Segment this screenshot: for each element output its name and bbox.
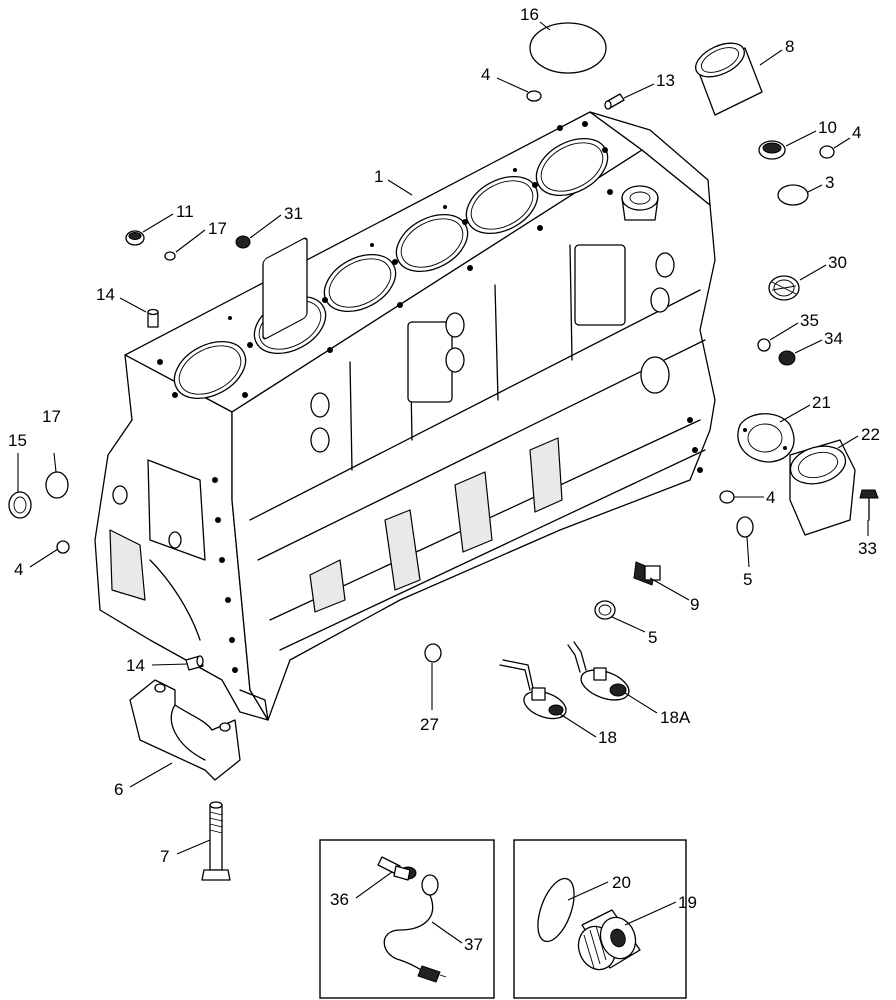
inset-box-sensor bbox=[319, 839, 495, 999]
part-20-o-ring bbox=[537, 877, 575, 943]
part-6-main-bearing-cap bbox=[129, 679, 241, 781]
callout-14-bottom: 14 bbox=[126, 656, 145, 675]
part-4-plug-right bbox=[819, 145, 835, 159]
callout-5-mid: 5 bbox=[648, 628, 657, 647]
callout-8: 8 bbox=[785, 37, 794, 56]
callout-4-mid-right: 4 bbox=[766, 488, 775, 507]
callout-37: 37 bbox=[464, 935, 483, 954]
part-17-o-ring-left bbox=[45, 471, 69, 499]
block-rear-face bbox=[589, 111, 711, 206]
part-14-dowel-top bbox=[147, 308, 159, 328]
callout-4-right: 4 bbox=[852, 123, 861, 142]
callout-33: 33 bbox=[858, 539, 877, 558]
part-5-seal-right bbox=[736, 516, 754, 538]
callout-14-top: 14 bbox=[96, 285, 115, 304]
callout-27: 27 bbox=[420, 715, 439, 734]
callout-11: 11 bbox=[176, 202, 194, 221]
part-34-plug bbox=[778, 350, 796, 366]
callout-3: 3 bbox=[825, 173, 834, 192]
leader-lines bbox=[17, 21, 869, 944]
callout-36: 36 bbox=[330, 890, 349, 909]
part-9-fitting bbox=[633, 561, 661, 586]
cylinder-bore-1 bbox=[173, 340, 247, 400]
callout-10: 10 bbox=[818, 118, 837, 137]
callout-6: 6 bbox=[114, 780, 123, 799]
part-8-sleeve bbox=[695, 42, 763, 116]
callout-18: 18 bbox=[598, 728, 617, 747]
engine-block bbox=[94, 111, 716, 721]
callout-34: 34 bbox=[824, 329, 843, 348]
callout-30: 30 bbox=[828, 253, 847, 272]
callout-22: 22 bbox=[861, 425, 880, 444]
part-3-cup-plug bbox=[777, 184, 809, 206]
callout-35: 35 bbox=[800, 311, 819, 330]
callout-17-left: 17 bbox=[42, 407, 61, 426]
part-17-o-ring-small bbox=[164, 251, 176, 261]
part-5-seal-mid bbox=[594, 600, 616, 620]
side-cover-pad-2 bbox=[407, 321, 453, 403]
part-11-plug bbox=[125, 230, 145, 246]
callout-20: 20 bbox=[612, 873, 631, 892]
part-4-plug-top bbox=[526, 90, 542, 102]
callout-19: 19 bbox=[678, 893, 697, 912]
inset-box-plug bbox=[513, 839, 687, 999]
head-bolt-holes bbox=[157, 121, 613, 398]
callout-21: 21 bbox=[812, 393, 831, 412]
part-33-bolt bbox=[859, 489, 879, 521]
part-31-plug bbox=[235, 235, 251, 249]
part-15-seal bbox=[8, 491, 32, 519]
callout-16: 16 bbox=[520, 5, 539, 24]
part-7-main-bearing-bolt bbox=[201, 801, 231, 881]
callout-7: 7 bbox=[160, 847, 169, 866]
part-18-piston-cooling-nozzle bbox=[499, 659, 567, 720]
callout-labels: 16 8 4 13 10 4 1 3 11 17 31 30 14 35 34 … bbox=[8, 5, 880, 954]
part-16-o-ring bbox=[529, 22, 607, 74]
part-18a-piston-cooling-nozzle bbox=[567, 641, 630, 701]
callout-9: 9 bbox=[690, 595, 699, 614]
part-4-o-ring-left bbox=[56, 540, 70, 554]
block-front-details bbox=[109, 459, 269, 721]
callout-4-left: 4 bbox=[14, 560, 23, 579]
callout-17-top: 17 bbox=[208, 219, 227, 238]
cylinder-bore-4 bbox=[395, 213, 469, 273]
part-37-wiring-harness bbox=[383, 874, 447, 983]
side-cover-pad-1 bbox=[262, 237, 308, 340]
callout-5-right: 5 bbox=[743, 570, 752, 589]
thermostat-housing bbox=[621, 185, 659, 221]
part-36-sensor bbox=[377, 856, 417, 881]
callout-4-top: 4 bbox=[481, 65, 490, 84]
side-cover-pad-3 bbox=[574, 244, 626, 326]
callout-15: 15 bbox=[8, 431, 27, 450]
callout-13: 13 bbox=[656, 71, 675, 90]
part-30-threaded-plug bbox=[768, 275, 800, 301]
part-14-dowel-bottom bbox=[185, 655, 204, 671]
callout-18a: 18A bbox=[660, 708, 691, 727]
part-13-dowel bbox=[604, 93, 625, 110]
part-27-plug bbox=[424, 643, 442, 663]
part-19-threaded-plug bbox=[577, 909, 641, 971]
callout-31: 31 bbox=[284, 204, 303, 223]
part-21-gasket bbox=[737, 413, 795, 463]
part-4-o-ring-right bbox=[719, 490, 735, 504]
block-side-details bbox=[212, 237, 706, 673]
part-10-plug bbox=[758, 140, 786, 160]
part-22-water-connection bbox=[789, 439, 856, 536]
part-35-o-ring bbox=[757, 338, 771, 352]
callout-1: 1 bbox=[374, 167, 383, 186]
